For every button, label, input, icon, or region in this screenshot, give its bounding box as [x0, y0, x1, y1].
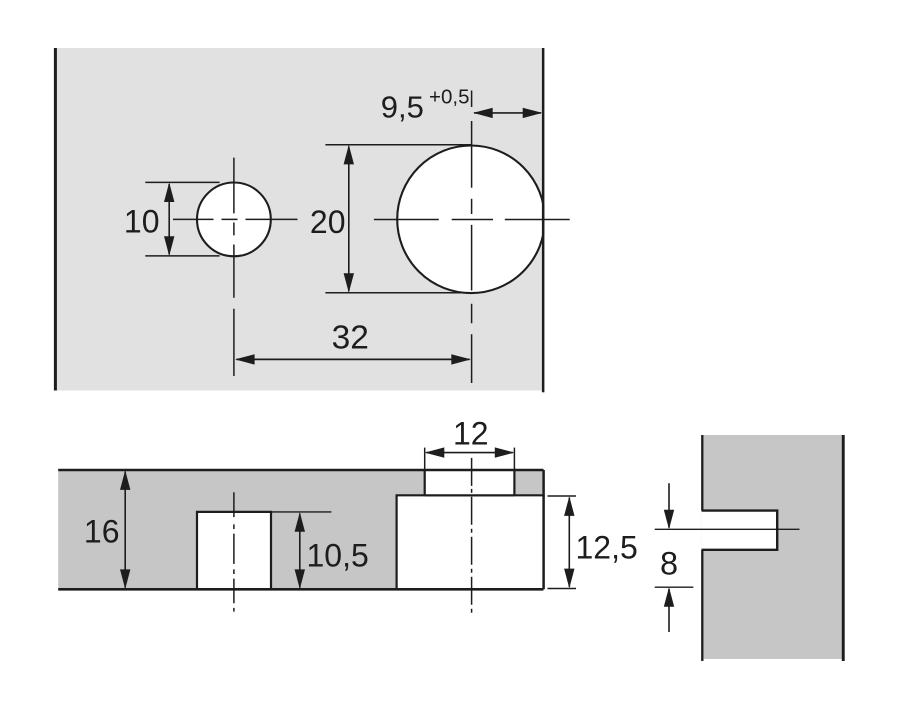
svg-text:12: 12 — [453, 416, 489, 452]
svg-text:8: 8 — [660, 545, 678, 581]
svg-text:32: 32 — [332, 320, 369, 357]
svg-text:10: 10 — [124, 203, 160, 239]
svg-text:+0,5: +0,5 — [429, 85, 469, 108]
svg-text:16: 16 — [84, 513, 120, 549]
svg-text:12,5: 12,5 — [576, 529, 638, 565]
svg-text:10,5: 10,5 — [307, 537, 369, 573]
svg-text:20: 20 — [310, 204, 346, 240]
svg-text:9,5: 9,5 — [381, 89, 424, 124]
